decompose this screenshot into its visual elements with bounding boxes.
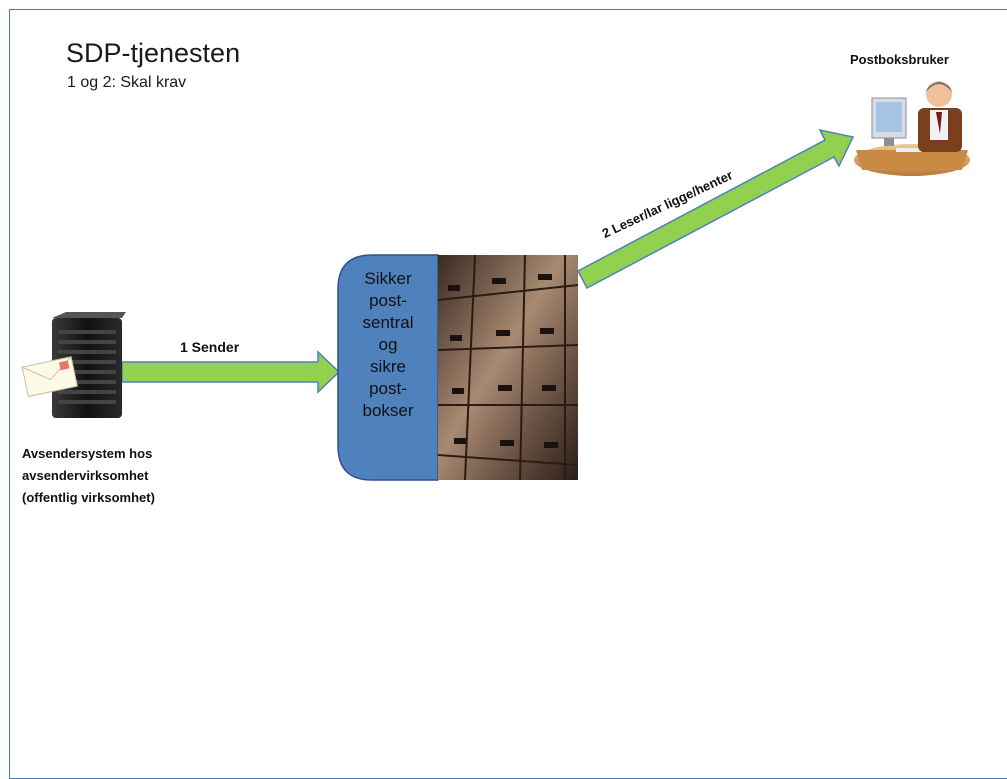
diagram-title: SDP-tjenesten	[66, 38, 241, 68]
central-box-label: Sikker post- sentral og sikre post- boks…	[339, 268, 437, 422]
central-box-line: sikre	[370, 357, 406, 376]
arrow-sender-label: 1 Sender	[180, 339, 240, 355]
secure-post-central-box	[337, 254, 439, 481]
user-label: Postboksbruker	[850, 52, 949, 67]
central-box-line: post-	[369, 379, 407, 398]
central-box-line: post-	[369, 291, 407, 310]
sender-system-line: avsendervirksomhet	[22, 468, 149, 483]
central-box-line: bokser	[362, 401, 414, 420]
central-box-line: sentral	[362, 313, 414, 332]
server-with-letter-icon	[21, 312, 126, 418]
central-box-line: og	[378, 335, 398, 354]
sender-system-label: Avsendersystem hos avsendervirksomhet (o…	[22, 443, 155, 509]
arrow-sender	[121, 350, 341, 394]
postbox-wall-image	[437, 254, 579, 481]
sender-system-line: (offentlig virksomhet)	[22, 490, 155, 505]
sender-system-line: Avsendersystem hos	[22, 446, 153, 461]
computer-user-icon	[854, 81, 970, 176]
central-box-line: Sikker	[364, 269, 412, 288]
diagram-subtitle: 1 og 2: Skal krav	[67, 74, 187, 91]
arrow-reader	[576, 128, 855, 290]
